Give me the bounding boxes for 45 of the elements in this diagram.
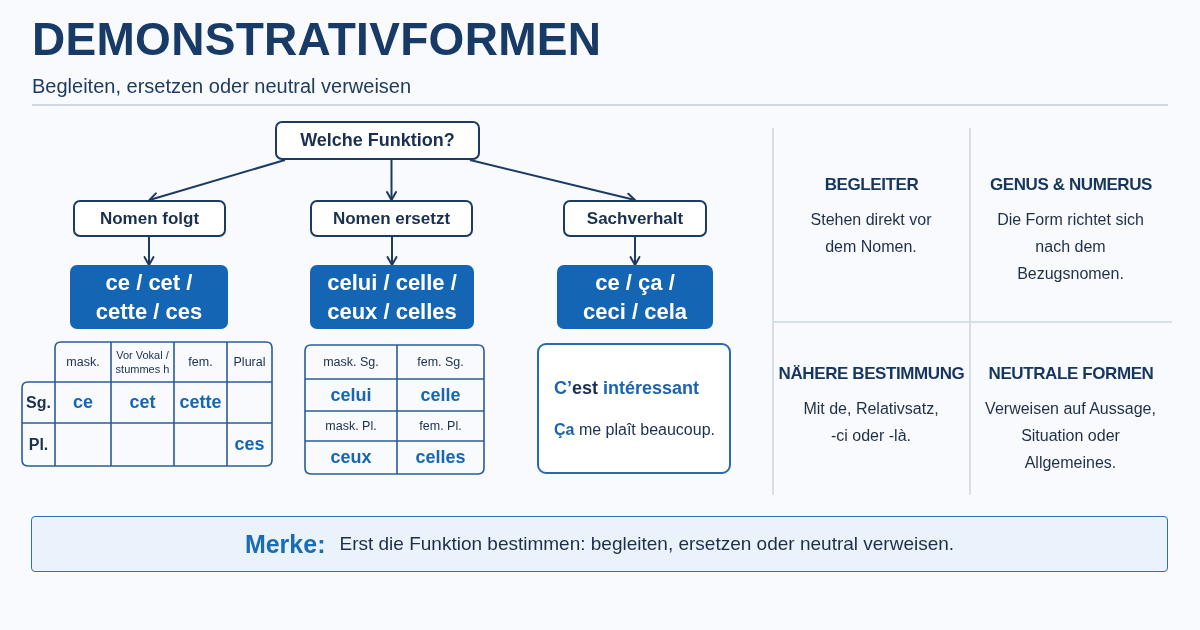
panel-text: Verweisen auf Aussage, Situation oder Allgemeines.: [984, 399, 1157, 473]
note-text: Erst die Funktion bestimmen: begleiten, ersetzen oder neutral verweisen.: [339, 533, 955, 555]
demonstrative-form: cet: [129, 392, 156, 413]
panel-text: Die Form richtet sich nach dem Bezugsnomen.: [996, 210, 1145, 284]
form-box: ce / cet / cette / ces: [70, 265, 228, 329]
column-header: mask.: [66, 354, 100, 370]
demonstrative-form: celui: [330, 384, 372, 406]
column-header: mask. Pl.: [325, 418, 377, 434]
demonstrative-form: cette: [179, 392, 222, 413]
arrow: [386, 236, 398, 266]
arrow: [386, 159, 397, 201]
panel-heading: NEUTRALE FORMEN: [988, 364, 1154, 384]
question-box: Welche Funktion?: [275, 121, 480, 160]
demonstrative-form: ce: [73, 392, 93, 413]
panel-heading: NÄHERE BESTIMMUNG: [778, 364, 965, 384]
form-box: ce / ça / ceci / cela: [557, 265, 713, 329]
arrow: [143, 236, 155, 266]
column-header: Vor Vokal / stummes h: [114, 348, 171, 376]
column-header: Plural: [233, 354, 266, 370]
category-box: Nomen ersetzt: [310, 200, 473, 237]
demonstrative-form: celles: [415, 447, 466, 468]
subtitle: Begleiten, ersetzen oder neutral verweisen: [32, 74, 412, 99]
demonstrative-form: ceux: [330, 447, 372, 468]
note-heading: Merke:: [244, 529, 326, 559]
arrow: [629, 236, 641, 266]
column-header: fem.: [188, 354, 213, 370]
panel-text: Stehen direkt vor dem Nomen.: [809, 210, 933, 257]
panel-heading: BEGLEITER: [824, 175, 919, 195]
example-sentence: Ça me plaît beaucoup.: [554, 421, 715, 439]
demonstrative-form: celle: [420, 384, 461, 406]
column-header: fem. Pl.: [419, 418, 462, 434]
category-box: Sachverhalt: [563, 200, 707, 237]
example-sentence: C’est intéressant: [554, 378, 700, 399]
column-header: mask. Sg.: [323, 354, 379, 370]
panel-text: Mit de, Relativsatz, -ci oder -là.: [802, 399, 940, 446]
column-header: fem. Sg.: [417, 354, 464, 370]
title: DEMONSTRATIVFORMEN: [32, 12, 602, 66]
example-box: [537, 343, 731, 474]
category-box: Nomen folgt: [73, 200, 226, 237]
panel-heading: GENUS & NUMERUS: [989, 175, 1153, 195]
note-box: [31, 516, 1168, 572]
form-box: celui / celle / ceux / celles: [310, 265, 474, 329]
row-header: Sg.: [26, 393, 51, 412]
demonstrative-form: ces: [234, 434, 265, 455]
row-header: Pl.: [28, 435, 49, 454]
